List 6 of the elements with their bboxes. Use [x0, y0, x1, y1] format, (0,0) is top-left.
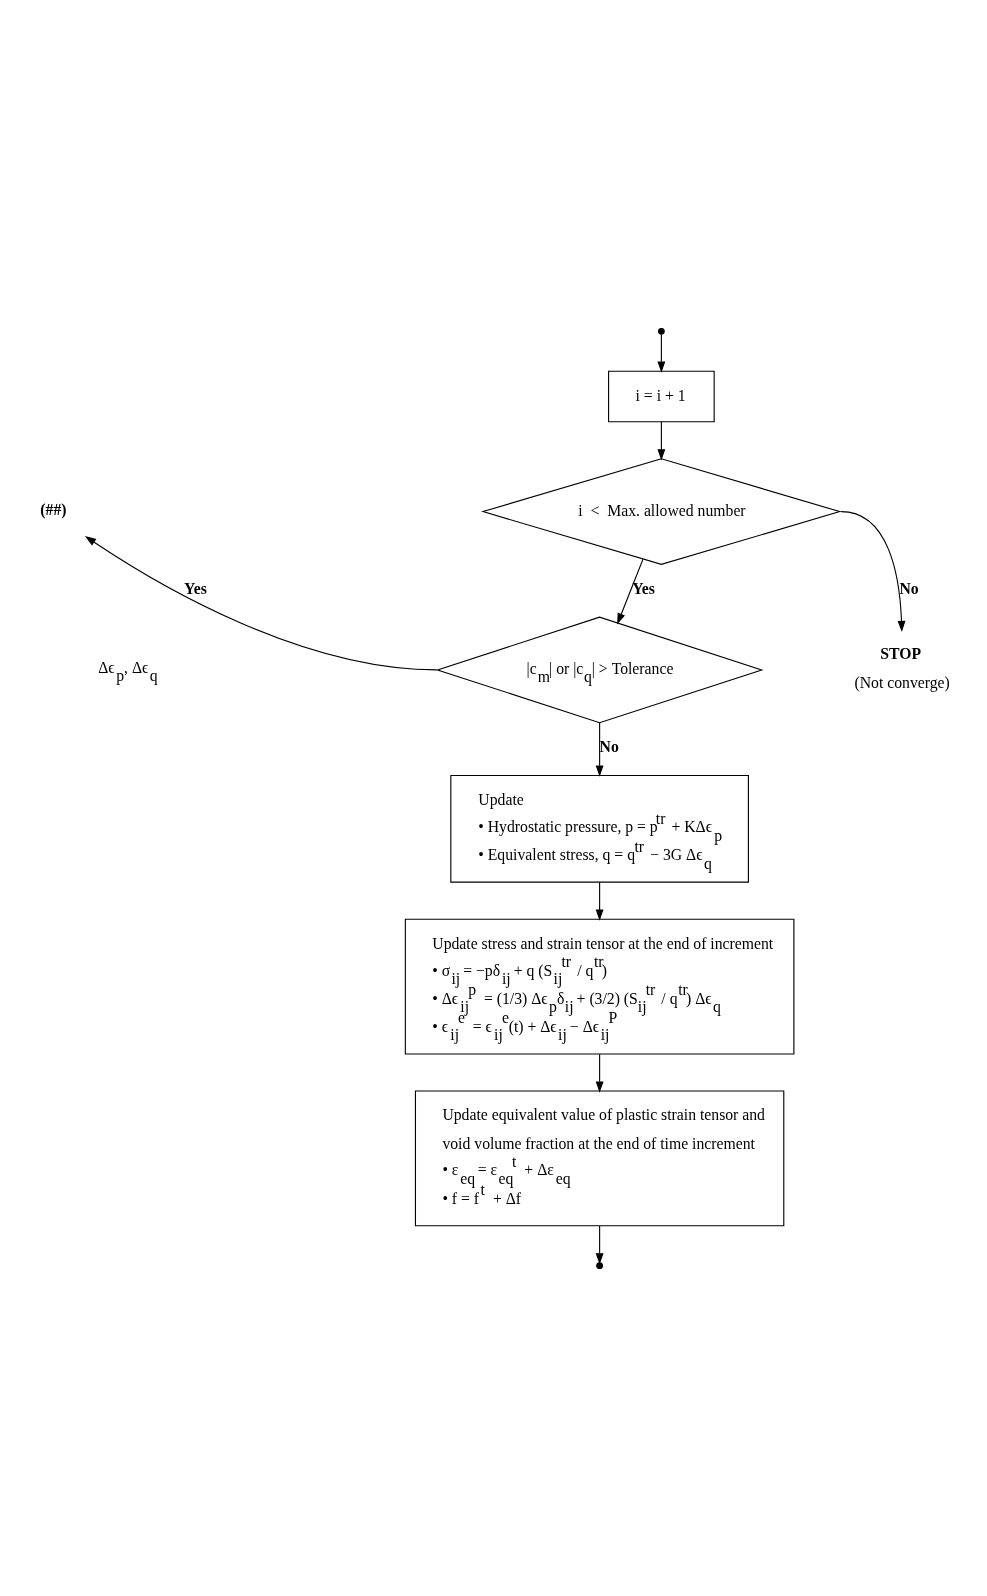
edge-label: Yes — [632, 579, 655, 597]
node-text: STOP (Not converge) — [854, 644, 950, 691]
edge-label: No — [899, 579, 919, 597]
node-text: (##) — [40, 500, 67, 518]
edge-label: No — [599, 737, 619, 755]
edge-label: Yes — [184, 579, 207, 597]
